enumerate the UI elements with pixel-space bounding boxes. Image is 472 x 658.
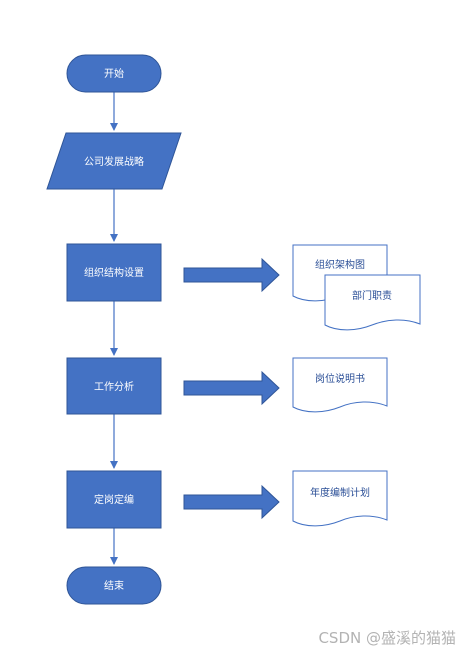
process-node-structure-label: 组织结构设置 bbox=[84, 266, 144, 279]
process-node-staffing-label: 定岗定编 bbox=[94, 493, 134, 506]
start-node: 开始 bbox=[66, 54, 162, 93]
document-annual-plan-label: 年度编制计划 bbox=[310, 486, 370, 499]
process-node-job-analysis-label: 工作分析 bbox=[94, 380, 134, 393]
block-arrow-2 bbox=[183, 370, 280, 406]
document-dept-duties: 部门职责 bbox=[324, 274, 421, 331]
input-node-label: 公司发展战略 bbox=[84, 155, 144, 168]
document-org-chart-label: 组织架构图 bbox=[315, 258, 365, 271]
block-arrow-1 bbox=[183, 257, 280, 293]
document-job-description-label: 岗位说明书 bbox=[315, 372, 365, 385]
end-node: 结束 bbox=[66, 566, 162, 605]
start-node-label: 开始 bbox=[104, 67, 124, 80]
document-job-description: 岗位说明书 bbox=[292, 357, 388, 413]
process-node-staffing: 定岗定编 bbox=[66, 470, 162, 529]
document-dept-duties-label: 部门职责 bbox=[352, 289, 392, 302]
watermark: CSDN @盛溪的猫猫 bbox=[318, 629, 456, 647]
end-node-label: 结束 bbox=[104, 579, 124, 592]
document-annual-plan: 年度编制计划 bbox=[292, 470, 388, 527]
process-node-structure: 组织结构设置 bbox=[66, 243, 162, 302]
input-node: 公司发展战略 bbox=[46, 132, 182, 190]
process-node-job-analysis: 工作分析 bbox=[66, 357, 162, 415]
block-arrow-3 bbox=[183, 484, 280, 520]
